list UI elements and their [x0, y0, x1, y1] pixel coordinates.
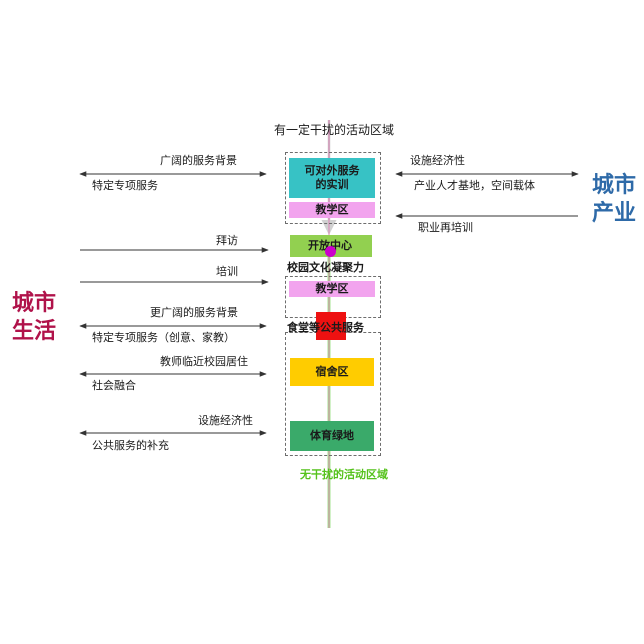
- left-special-service: 特定专项服务: [92, 179, 158, 192]
- left-title: 城市 生活: [12, 291, 57, 344]
- canteen-marker: [316, 312, 346, 340]
- left-facility-econ: 设施经济性: [198, 414, 253, 427]
- right-industry-base: 产业人才基地，空间载体: [414, 179, 535, 192]
- right-retrain: 职业再培训: [418, 221, 473, 234]
- left-visit: 拜访: [216, 234, 238, 247]
- dorm-box: 宿舍区: [290, 358, 374, 386]
- left-teacher-live: 教师临近校园居住: [160, 355, 248, 368]
- left-special-service2: 特定专项服务（创意、家教）: [92, 331, 235, 344]
- left-broad-bg: 广阔的服务背景: [160, 154, 237, 167]
- sports-box: 体育绿地: [290, 421, 374, 451]
- top-zone-label: 有一定干扰的活动区域: [274, 123, 395, 137]
- left-training: 培训: [216, 265, 238, 278]
- canteen-label: 食堂等公共服务: [287, 321, 364, 334]
- zone-upper: [285, 152, 381, 224]
- bottom-zone-label: 无干扰的活动区域: [300, 468, 388, 481]
- outward-service-box: 可对外服务的实训: [289, 158, 375, 198]
- right-title: 城市 产业: [592, 173, 637, 226]
- left-public-supp: 公共服务的补充: [92, 439, 169, 452]
- culture-label: 校园文化凝聚力: [287, 261, 364, 274]
- right-facility-econ: 设施经济性: [410, 154, 465, 167]
- teaching-area-top: 教学区: [289, 202, 375, 218]
- left-broader-bg: 更广阔的服务背景: [150, 306, 238, 319]
- left-social: 社会融合: [92, 379, 136, 392]
- open-center-dot: [325, 246, 336, 257]
- teaching-area-mid: 教学区: [289, 281, 375, 297]
